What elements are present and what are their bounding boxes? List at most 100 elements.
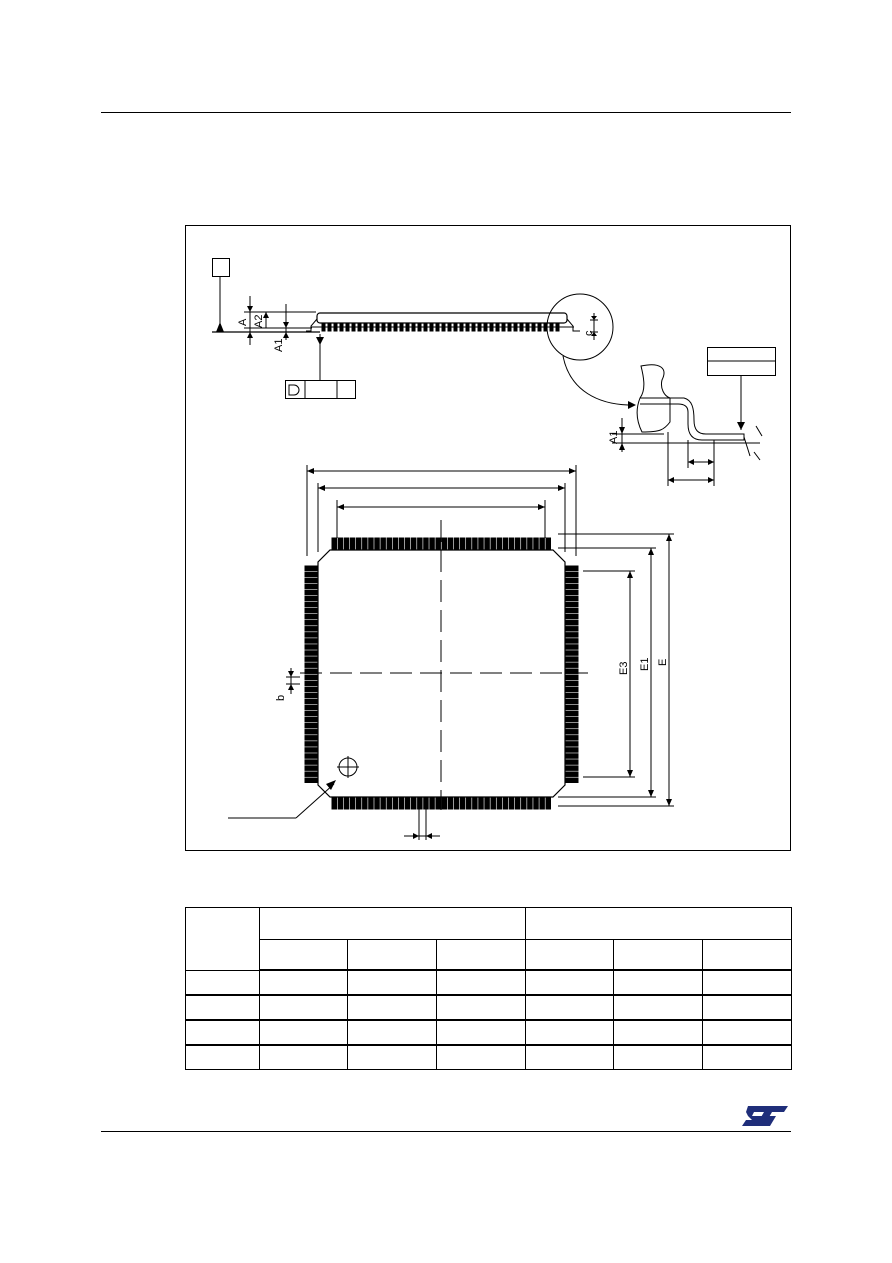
lead <box>564 613 579 620</box>
lead <box>501 322 506 332</box>
lead <box>429 537 435 551</box>
table-cell <box>259 1019 348 1046</box>
lead <box>564 735 579 741</box>
lead <box>368 796 374 810</box>
lead <box>495 322 500 332</box>
table-cell <box>185 994 260 1021</box>
lead <box>343 796 350 810</box>
lead <box>349 796 356 810</box>
lead <box>537 322 542 332</box>
lead <box>564 771 579 777</box>
lead <box>304 607 319 614</box>
lead <box>527 796 533 810</box>
lead <box>410 537 417 551</box>
lead <box>304 710 319 717</box>
dim-label-e: E <box>657 659 669 666</box>
lead <box>392 537 399 551</box>
lead <box>564 565 579 571</box>
lead <box>423 322 428 332</box>
lead <box>441 322 446 332</box>
table-row <box>185 969 793 996</box>
lead <box>453 537 460 551</box>
table-cell <box>347 969 437 996</box>
table-row <box>185 994 793 1021</box>
lead <box>447 796 454 810</box>
lead <box>369 322 374 332</box>
lead <box>564 698 579 705</box>
lead <box>564 595 579 602</box>
lead <box>304 771 319 777</box>
lead <box>399 322 404 332</box>
table-cell <box>525 969 615 996</box>
lead <box>564 716 579 723</box>
lead <box>545 537 551 551</box>
lead <box>490 796 496 810</box>
table-cell <box>525 994 615 1021</box>
lead <box>304 613 319 620</box>
lead <box>564 686 579 693</box>
lead <box>343 537 350 551</box>
lead <box>375 322 380 332</box>
lead <box>304 638 319 644</box>
lead <box>304 601 319 608</box>
dimensions-table <box>185 907 793 1070</box>
lead <box>304 583 319 590</box>
lead <box>564 607 579 614</box>
lead <box>327 322 332 332</box>
table-row <box>185 1019 793 1046</box>
subheader-cell <box>525 939 615 971</box>
table-row <box>185 1044 793 1070</box>
lead <box>447 322 452 332</box>
lead <box>564 704 579 711</box>
dim-label-a: A <box>237 318 249 326</box>
lead <box>304 674 319 681</box>
st-logo-icon <box>742 1106 788 1126</box>
lead <box>549 322 554 332</box>
lead <box>357 322 362 332</box>
lead <box>362 796 368 810</box>
lead <box>564 662 579 668</box>
lead <box>490 537 496 551</box>
lead <box>521 537 527 551</box>
lead <box>564 620 579 626</box>
lead <box>304 571 319 578</box>
lead <box>380 796 386 810</box>
lead <box>304 704 319 711</box>
table-cell <box>185 1044 260 1070</box>
table-cell <box>702 969 793 996</box>
lead <box>525 322 530 332</box>
lead <box>539 537 545 551</box>
lead <box>387 322 392 332</box>
lead <box>564 601 579 608</box>
lead <box>304 692 319 699</box>
table-cell <box>613 994 704 1021</box>
lead <box>564 747 579 753</box>
lead <box>333 322 338 332</box>
lead <box>381 322 386 332</box>
lead <box>321 322 326 332</box>
lead <box>555 322 560 332</box>
dim-label-e1: E1 <box>639 658 651 671</box>
lead <box>508 796 515 810</box>
lead <box>435 796 441 810</box>
lead <box>483 322 488 332</box>
table-cell <box>259 994 348 1021</box>
lead <box>513 322 518 332</box>
lead <box>304 753 319 759</box>
lead <box>304 626 319 632</box>
lead <box>564 656 579 662</box>
lead <box>521 796 527 810</box>
lead <box>489 322 494 332</box>
lead <box>304 729 319 735</box>
top-view-labels: b E3 E1 E <box>275 658 669 701</box>
lead <box>514 796 521 810</box>
lead <box>345 322 350 332</box>
lead <box>304 722 319 729</box>
lead <box>404 796 411 810</box>
lead <box>410 796 417 810</box>
dim-label-a1: A1 <box>273 339 285 352</box>
table-cell <box>435 994 527 1021</box>
lead <box>478 796 484 810</box>
dim-label-e3: E3 <box>618 662 630 675</box>
lead <box>304 698 319 705</box>
